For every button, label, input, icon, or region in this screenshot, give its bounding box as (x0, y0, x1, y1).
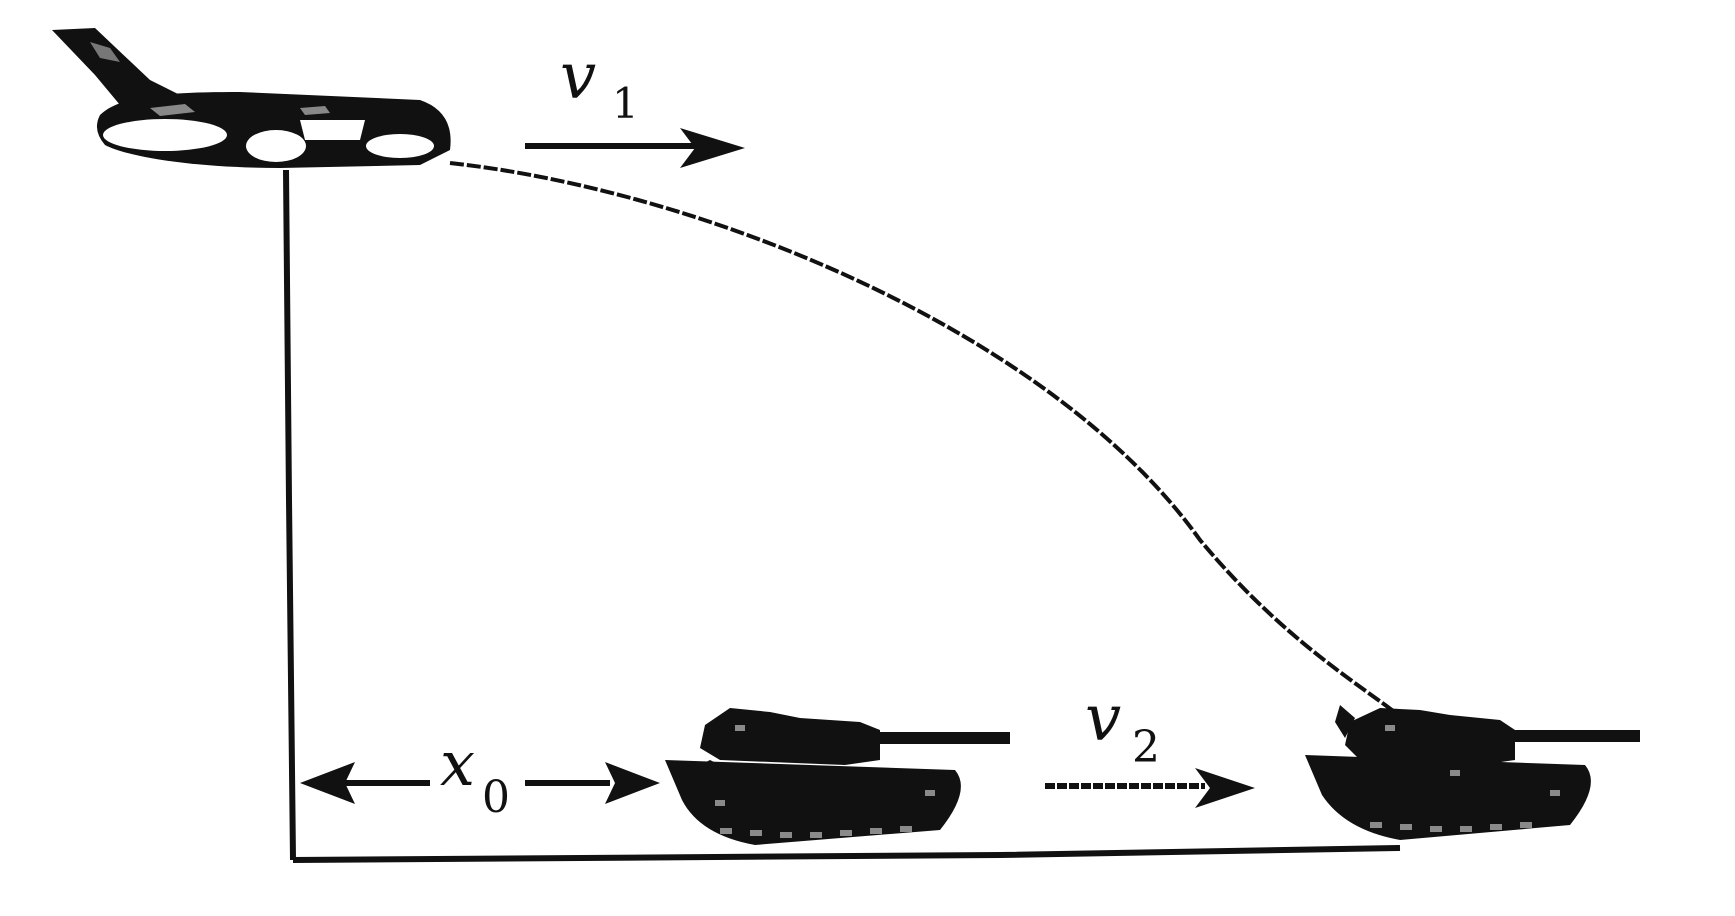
svg-text:v: v (1085, 682, 1121, 756)
svg-text:1: 1 (612, 79, 639, 128)
label-v1: v 1 (560, 40, 639, 128)
vertical-line (283, 169, 296, 861)
v1-arrow (525, 128, 745, 168)
x0-dimension-arrow (300, 762, 660, 804)
svg-text:x: x (440, 727, 475, 800)
airplane (52, 28, 451, 168)
tank-hit (1305, 705, 1640, 840)
svg-text:0: 0 (482, 772, 510, 823)
svg-text:v: v (560, 40, 596, 114)
label-v2: v 2 (1085, 682, 1160, 773)
label-x0: x 0 (440, 727, 510, 823)
tank-initial (665, 708, 1010, 845)
ground-line (292, 845, 1401, 863)
svg-text:2: 2 (1132, 722, 1160, 773)
v2-arrow (1045, 768, 1255, 808)
bomb-trajectory (449, 161, 1427, 740)
